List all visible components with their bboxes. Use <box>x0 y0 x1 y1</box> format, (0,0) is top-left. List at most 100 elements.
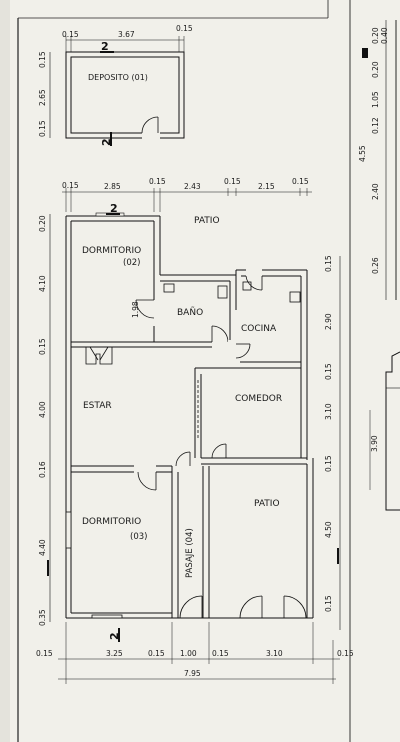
dim-dep-left-2: 2.65 <box>38 89 47 106</box>
dim-bottom-6: 3.10 <box>266 649 283 658</box>
dim-bottom-2: 3.25 <box>106 649 123 658</box>
door-gap-bano <box>212 340 230 350</box>
dim-dep-left-1: 0.15 <box>38 51 47 68</box>
label-patio-bottom: PATIO <box>254 499 280 509</box>
dim-top-5: 0.15 <box>224 177 241 186</box>
dim-far-right-3: 0.20 <box>371 61 380 78</box>
deposito-door-swing <box>141 116 159 134</box>
section-marks: 2 2 <box>47 202 339 642</box>
bano-fixture-sink <box>163 283 175 293</box>
door-gap-cocina-top <box>246 268 262 278</box>
far-right-elevation-fragment: 0.20 0.40 0.20 1.05 0.12 4.55 2.40 0.26 … <box>358 20 400 511</box>
dim-left-1: 0.20 <box>38 215 47 232</box>
door-swing-bano <box>211 325 229 343</box>
dim-right-6: 4.50 <box>324 521 333 538</box>
deposito-door-gap <box>142 131 160 140</box>
label-bano: BAÑO <box>177 307 203 318</box>
cocina-fixture-stove <box>289 291 301 303</box>
deposito-block: DEPOSITO (01) 2 2 0.15 3.67 0.15 0.15 2.… <box>38 24 193 146</box>
deposito-inner-wall <box>70 56 180 134</box>
dim-bottom-7: 0.15 <box>337 649 354 658</box>
dim-far-right-7: 2.40 <box>371 183 380 200</box>
door-swing-cocina-left <box>235 343 251 359</box>
section-mark-deposito-top: 2 <box>101 40 109 53</box>
dim-bottom-1: 0.15 <box>36 649 53 658</box>
label-dormitorio-02-num: (02) <box>123 258 140 268</box>
label-dormitorio-03: DORMITORIO <box>82 517 141 527</box>
dim-left-7: 0.35 <box>38 609 47 626</box>
door-swing-pasaje-bottom <box>179 595 203 619</box>
dim-left-5: 0.16 <box>38 461 47 478</box>
cocina-fixture-sink <box>242 281 252 291</box>
dim-right-3: 0.15 <box>324 363 333 380</box>
estar-fireplace-mark-b <box>99 346 109 361</box>
bano-fixture-toilet <box>217 285 228 299</box>
dim-top-4: 2.43 <box>184 182 201 191</box>
dim-right-2: 2.90 <box>324 313 333 330</box>
label-patio-top: PATIO <box>194 216 220 226</box>
bottom-dimension-chain: 0.15 3.25 0.15 1.00 0.15 3.10 0.15 7.95 <box>36 622 354 684</box>
estar-fireplace <box>85 347 113 365</box>
label-estar: ESTAR <box>83 401 112 411</box>
label-dormitorio-03-num: (03) <box>130 532 147 542</box>
section-mark-top-house: 2 <box>110 202 118 215</box>
dim-left-4: 4.00 <box>38 401 47 418</box>
far-right-mark <box>362 48 368 58</box>
window-dorm03-bottom <box>91 614 123 619</box>
far-right-section-outline <box>385 351 400 511</box>
door-swing-pasaje-top <box>175 451 191 467</box>
dim-left-2: 4.10 <box>38 275 47 292</box>
dim-far-right-2: 0.40 <box>380 27 389 44</box>
dim-far-right-1: 0.20 <box>371 27 380 44</box>
top-dimension-chain: 0.15 2.85 0.15 2.43 0.15 2.15 0.15 <box>62 177 312 212</box>
dim-far-right-8: 0.26 <box>371 257 380 274</box>
gate-swing-left <box>239 595 263 619</box>
door-gap-dorm02 <box>152 300 162 326</box>
dim-far-right-6: 4.55 <box>358 145 367 162</box>
dim-dep-top-3: 0.15 <box>176 24 193 33</box>
dim-right-1: 0.15 <box>324 255 333 272</box>
dim-bottom-total: 7.95 <box>184 669 201 678</box>
label-pasaje: PASAJE (04) <box>185 528 195 578</box>
dim-top-2: 2.85 <box>104 182 121 191</box>
dim-left-6: 4.40 <box>38 539 47 556</box>
door-gap-dorm03 <box>134 464 156 474</box>
estar-fireplace-mark-a <box>89 346 99 361</box>
dim-inner-198: 1.98 <box>131 301 140 318</box>
section-mark-bottom-house: 2 <box>108 632 121 640</box>
dim-far-right-9: 3.90 <box>370 435 379 452</box>
dim-left-3: 0.15 <box>38 338 47 355</box>
dim-top-3: 0.15 <box>149 177 166 186</box>
paper-edge <box>0 0 10 742</box>
dim-top-7: 0.15 <box>292 177 309 186</box>
dim-top-1: 0.15 <box>62 181 79 190</box>
dim-right-7: 0.15 <box>324 595 333 612</box>
window-dorm03-left <box>65 511 72 549</box>
dim-dep-left-3: 0.15 <box>38 120 47 137</box>
dim-dep-top-1: 0.15 <box>62 30 79 39</box>
left-dimension-chain: 0.20 4.10 0.15 4.00 0.16 4.40 0.35 <box>38 214 51 626</box>
right-dimension-chain: 0.15 2.90 0.15 3.10 0.15 4.50 0.15 <box>324 255 341 630</box>
dim-far-right-4: 1.05 <box>371 91 380 108</box>
dim-bottom-3: 0.15 <box>148 649 165 658</box>
dim-dep-top-2: 3.67 <box>118 30 135 39</box>
door-swing-comedor <box>211 443 227 459</box>
dim-right-5: 0.15 <box>324 455 333 472</box>
door-swing-dorm02 <box>135 299 155 319</box>
label-comedor: COMEDOR <box>235 394 282 404</box>
dim-far-right-5: 0.12 <box>371 117 380 134</box>
dim-bottom-4: 1.00 <box>180 649 197 658</box>
section-mark-deposito-bottom: 2 <box>100 138 113 146</box>
label-cocina: COCINA <box>241 324 277 334</box>
dim-top-6: 2.15 <box>258 182 275 191</box>
doors-and-fixtures <box>65 268 307 619</box>
dim-bottom-5: 0.15 <box>212 649 229 658</box>
room-labels: DORMITORIO (02) BAÑO COCINA ESTAR COMEDO… <box>82 216 282 578</box>
dim-right-4: 3.10 <box>324 403 333 420</box>
gate-swing-right <box>283 595 307 619</box>
label-dormitorio-02: DORMITORIO <box>82 246 141 256</box>
door-swing-dorm03 <box>137 471 157 491</box>
deposito-label: DEPOSITO (01) <box>88 73 148 82</box>
